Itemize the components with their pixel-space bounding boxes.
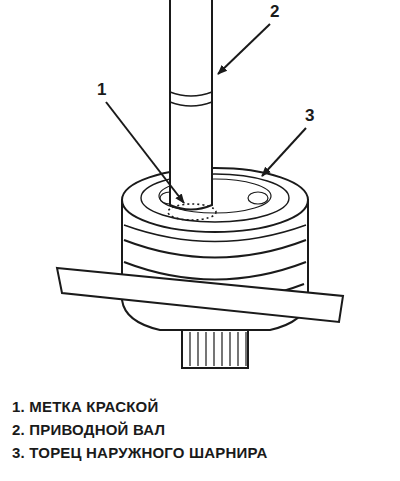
- shaft-stripe: [197, 332, 198, 366]
- boot-ridge: [124, 240, 306, 258]
- legend-text: 2. ПРИВОДНОЙ ВАЛ: [12, 421, 165, 438]
- callout-number: 1: [97, 80, 106, 100]
- ball: [248, 192, 268, 204]
- shaft-stripe: [229, 332, 230, 366]
- callout-number: 2: [270, 2, 279, 22]
- shaft-stripe: [221, 332, 222, 366]
- shaft-stripe: [237, 332, 238, 366]
- shaft-stripe: [205, 332, 206, 366]
- straightedge: [57, 268, 343, 322]
- shaft-stripe: [245, 332, 246, 366]
- leader-line: [218, 24, 270, 74]
- shaft-groove: [170, 92, 212, 96]
- shaft-groove: [170, 102, 212, 106]
- leader-line: [106, 102, 184, 203]
- drive-shaft: [170, 0, 212, 210]
- legend-text: 3. ТОРЕЦ НАРУЖНОГО ШАРНИРА: [12, 444, 268, 461]
- leader-line: [262, 128, 306, 176]
- paint-mark: [168, 204, 216, 220]
- legend-text: 1. МЕТКА КРАСКОЙ: [12, 398, 158, 415]
- callout-number: 3: [305, 106, 314, 126]
- shaft-stripe: [189, 332, 190, 366]
- shaft-stripe: [213, 332, 214, 366]
- cage-ring: [141, 174, 289, 222]
- joint-end-face: [122, 168, 308, 232]
